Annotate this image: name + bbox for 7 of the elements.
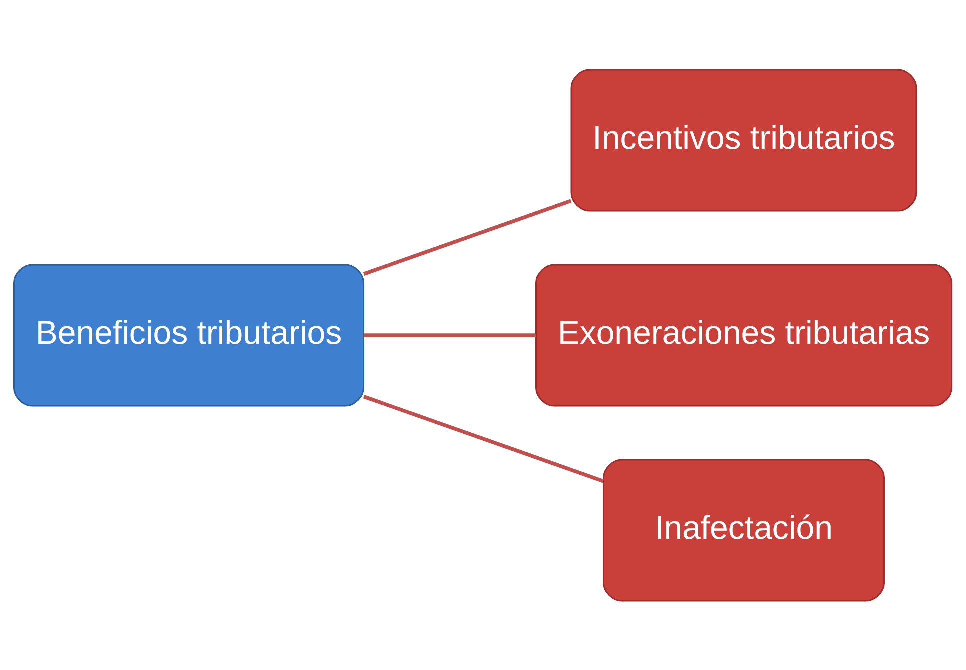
connector (363, 198, 572, 276)
connector (363, 394, 604, 483)
connector (364, 333, 536, 337)
node-box: Exoneraciones tributarias (536, 264, 952, 406)
node-box: Inafectación (603, 458, 885, 602)
node-box: Incentivos tributarios (570, 68, 918, 212)
node-box: Beneficios tributarios (14, 264, 364, 406)
